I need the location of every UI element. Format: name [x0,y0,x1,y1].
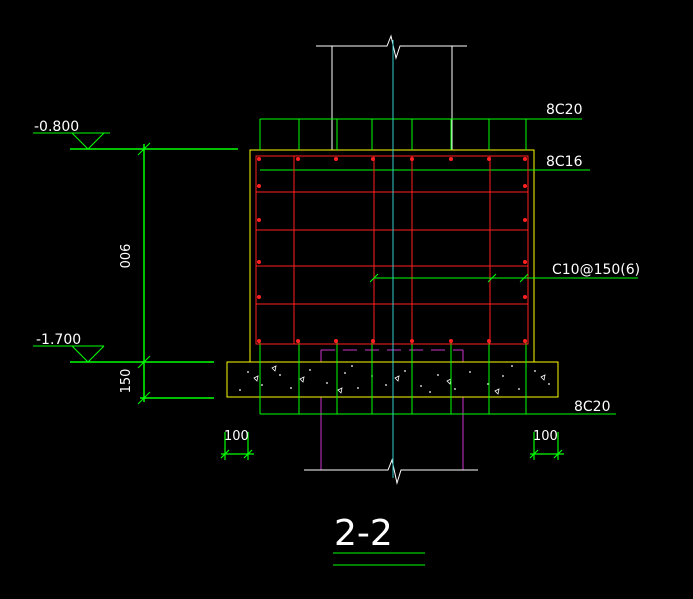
stirrup-leader [369,273,638,283]
longitudinal-bars [257,157,527,343]
dimension-150-label: 150 [119,369,134,394]
bottom-bars-label: 8C20 [574,399,611,415]
dimension-100-left-label: 100 [224,429,249,444]
dimension-100-right-label: 100 [533,429,558,444]
dimension-900-label: 900 [116,244,131,269]
stirrups-label: C10@150(6) [552,262,640,278]
top-bars-label: 8C20 [546,102,583,118]
stirrup-cage [255,155,529,345]
level-top-label: -0.800 [34,119,79,135]
bottom-bar-lines [259,340,616,415]
top-bar-lines [259,118,590,171]
column-above [316,34,467,150]
offset-dimensions [220,432,564,460]
level-dimension-left [33,132,238,405]
title-underline [333,552,425,566]
beam-outline [249,149,535,363]
side-bars-label: 8C16 [546,154,583,170]
section-title: 2-2 [334,513,393,554]
level-bottom-label: -1.700 [36,332,81,348]
